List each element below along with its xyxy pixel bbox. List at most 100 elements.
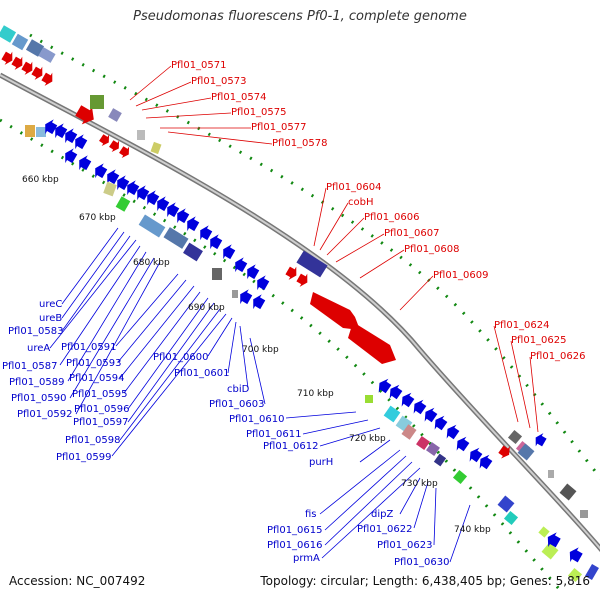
scale-label-720: 720 kbp [349,434,386,444]
leader-line [61,227,119,305]
gene-label: Pfl01_0610 [229,414,285,425]
forward-gene-arrow [99,134,110,146]
gene-label: Pfl01_0593 [66,358,122,369]
gene-block [25,39,45,57]
leader-line [141,97,212,111]
leader-line [335,233,385,263]
scale-label-660: 660 kbp [22,175,59,185]
reverse-gene-arrow [446,424,460,440]
leader-line [75,261,161,415]
forward-gene-arrow [75,105,94,125]
gene-block [433,453,447,467]
gene-label: Pfl01_0612 [263,441,319,452]
gene-label: Pfl01_0597 [73,417,129,428]
gene-label: Pfl01_0607 [384,228,440,239]
reverse-gene-arrow [177,208,190,224]
leader-line [285,411,357,419]
gene-label: Pfl01_0594 [69,373,125,384]
leader-line [135,81,192,107]
gene-label: Pfl01_0606 [364,212,420,223]
leader-line [399,275,434,311]
reverse-gene-arrow [200,225,213,241]
leader-line [321,467,421,559]
leader-line [359,249,405,279]
reverse-gene-arrow [257,275,270,291]
gene-label: Pfl01_0624 [494,320,550,331]
gene-label: Pfl01_0601 [174,368,230,379]
leader-lines [49,65,539,563]
gene-label: Pfl01_0598 [65,435,121,446]
gene-block [150,141,162,155]
leader-line [319,202,349,251]
gene-block [36,127,46,137]
reverse-gene-arrow [253,294,266,310]
scale-label-730: 730 kbp [401,479,438,489]
leader-line [239,325,249,389]
leader-line [117,279,187,363]
gene-block [25,125,35,137]
leader-line [227,321,237,374]
gene-label: Pfl01_0615 [267,525,323,536]
gene-label: cobH [348,197,373,208]
dotted-tracks [0,33,600,591]
reverse-gene-arrow [223,244,236,260]
leader-line [449,504,471,563]
leader-line [127,302,215,423]
leader-line [249,337,266,405]
forward-gene-arrow [11,56,23,70]
forward-gene-arrow [348,322,396,364]
gene-label: Pfl01_0599 [56,452,112,463]
gene-block [580,510,588,518]
gene-label: Pfl01_0573 [191,76,247,87]
gene-label: Pfl01_0583 [8,326,64,337]
gene-block [503,510,519,526]
reverse-gene-arrow [240,289,253,305]
forward-gene-arrow [41,72,53,86]
gene-block [401,424,417,440]
gene-label: Pfl01_0611 [246,429,302,440]
gene-block [108,108,122,122]
leader-line [119,308,221,441]
reverse-gene-arrow [65,148,78,164]
gene-label: purH [309,457,333,468]
leader-line [129,65,172,101]
scale-label-670: 670 kbp [79,213,116,223]
gene-block [90,95,104,109]
forward-gene-arrow [296,273,308,287]
gene-label: Pfl01_0574 [211,92,267,103]
gene-label: Pfl01_0596 [74,404,130,415]
gene-label: ureB [39,313,62,324]
gene-block [183,242,203,262]
gene-block [567,567,583,583]
gene-label: prmA [293,553,320,564]
gene-block [517,443,535,461]
gene-label: Pfl01_0587 [2,361,58,372]
leader-line [69,257,155,399]
forward-gene-arrow [498,445,510,459]
scale-label-740: 740 kbp [454,525,491,535]
gene-block [11,33,29,51]
forward-gene-arrow [109,140,120,152]
genome-summary-text: Topology: circular; Length: 6,438,405 bp… [260,574,590,588]
forward-gene-arrow [285,266,297,280]
leader-line [510,340,531,429]
gene-label: Pfl01_0575 [231,107,287,118]
gene-label: fis [305,509,317,520]
forward-gene-arrow [31,66,43,80]
gene-label: Pfl01_0623 [377,540,433,551]
leader-line [145,112,232,119]
reverse-gene-arrow [479,454,493,470]
gene-block [115,196,131,212]
gene-label: Pfl01_0626 [530,351,586,362]
leader-line [61,231,125,319]
accession-text: Accession: NC_007492 [9,574,146,588]
reverse-gene-arrow [247,264,260,280]
leader-line [433,487,437,546]
gene-block [497,495,515,513]
leader-line [167,131,273,145]
leader-line [529,356,539,433]
gene-block [296,250,328,278]
reverse-gene-arrow [187,216,200,232]
gene-block [137,130,145,140]
gene-label: cbiD [227,384,250,395]
